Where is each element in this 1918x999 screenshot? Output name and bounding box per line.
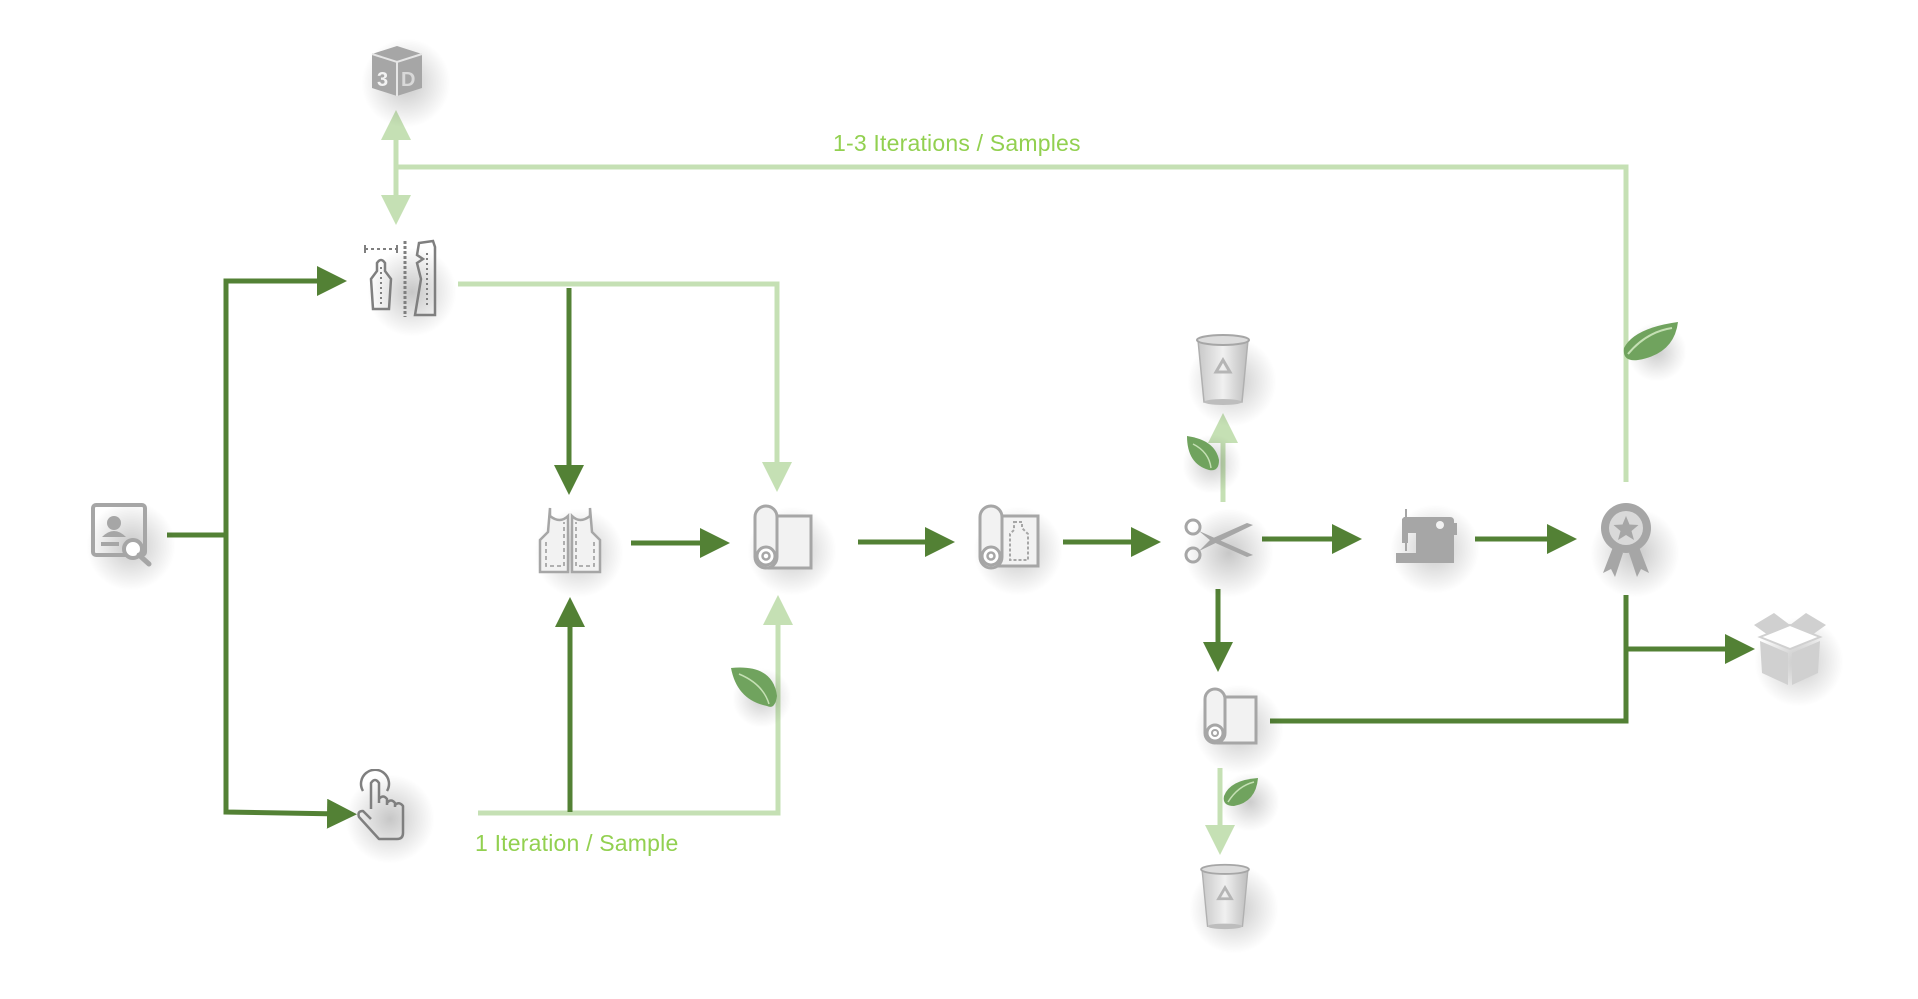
cutting-waste-bin-node: [1193, 331, 1253, 407]
fabric-roll-icon: [1203, 687, 1258, 745]
leaf-cutting-waste: [1185, 434, 1223, 474]
3d-design-node: 3 D: [366, 42, 428, 100]
open-box-icon: [1754, 613, 1826, 685]
garment-pattern-node: [535, 505, 605, 575]
leaf-icon: [731, 667, 777, 707]
svg-text:D: D: [401, 69, 415, 91]
leaf-iteration-loop: [1620, 320, 1682, 364]
fabric-roll-icon: [753, 504, 813, 570]
fabric-roll-node: [750, 503, 816, 573]
recycle-bin-icon: [1200, 863, 1250, 930]
bottom-loop-label: 1 Iteration / Sample: [475, 830, 679, 856]
research-to-pattern-arrow: [223, 266, 347, 535]
leftover-fabric-node: [1201, 686, 1259, 748]
loop-line-top: [396, 164, 1629, 482]
leaf-icon: [1187, 436, 1219, 471]
research-to-digital-arrow: [223, 535, 357, 829]
scissors-icon: [1184, 518, 1253, 564]
digital-to-fabric-line: [478, 595, 793, 816]
3d-cube-icon: 3 D: [371, 46, 423, 96]
pattern-making-node: [360, 238, 446, 320]
fabric-marker-icon: [978, 504, 1040, 570]
profile-search-icon: [91, 503, 152, 567]
cutting-node: [1182, 515, 1258, 567]
leaf-icon: [1623, 322, 1678, 361]
quality-approval-node: [1598, 500, 1654, 580]
vest-pattern-icon: [538, 507, 602, 574]
top-loop-label: 1-3 Iterations / Samples: [833, 130, 1081, 156]
award-ribbon-icon: [1601, 503, 1651, 577]
touch-hand-icon: [357, 769, 405, 841]
pattern-to-fabric-line: [458, 281, 792, 492]
body-measurement-pattern-icon: [364, 239, 437, 317]
sewing-machine-icon: [1396, 509, 1457, 563]
digital-design-node: [352, 768, 410, 844]
svg-text:3: 3: [377, 69, 388, 91]
packaging-node: [1749, 610, 1831, 688]
leaf-sample-loop: [729, 666, 781, 710]
award-to-leftover-line: [1270, 595, 1629, 724]
marker-layout-node: [975, 503, 1043, 573]
recycle-bin-icon: [1196, 334, 1250, 405]
sewing-node: [1393, 508, 1459, 566]
leftover-waste-bin-node: [1196, 861, 1254, 931]
leaf-icon: [1223, 778, 1258, 806]
customer-research-node: [88, 500, 156, 568]
leaf-leftover-waste: [1222, 776, 1262, 808]
